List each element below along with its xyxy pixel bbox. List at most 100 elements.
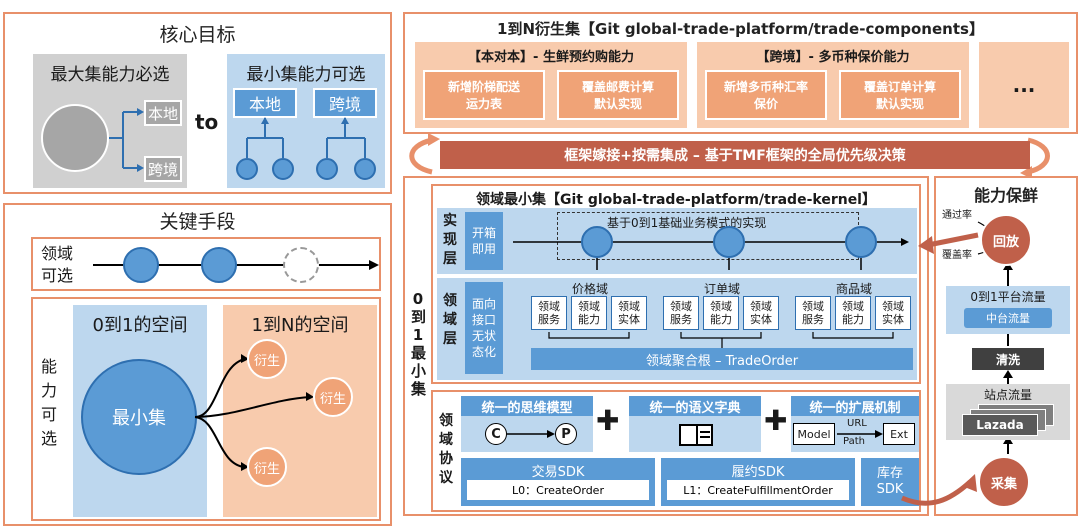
max-cross-box: 跨境 [144, 156, 182, 182]
to-label: to [195, 110, 219, 134]
domain-tag: 面向 接口 无状 态化 [465, 282, 503, 374]
fulfill-sdk: 履约SDK L1：CreateFulfillmentOrder [661, 458, 855, 506]
domain-aggregate-lines [548, 332, 894, 348]
domain-circle-optional [283, 247, 319, 283]
domain-layer: 领 域 层 面向 接口 无状 态化 价格域 领域 服务 领域 能力 领域 实体 … [437, 278, 917, 380]
ext-model-box: Model [793, 423, 835, 445]
cross-item-2: 覆盖订单计算 默认实现 [839, 70, 961, 120]
kernel-title: 领域最小集【Git global-trade-platform/trade-ke… [476, 192, 876, 208]
fresh-item-2: 覆盖邮费计算 默认实现 [557, 70, 679, 120]
key-means-title: 关键手段 [159, 211, 236, 233]
domain-optional-label: 领域 可选 [41, 244, 74, 285]
stock-sdk: 库存 SDK [861, 458, 919, 506]
max-set-branches [109, 108, 144, 172]
guarantee-title: 能力保鲜 [973, 186, 1038, 205]
ext-arrow [837, 430, 883, 438]
extension-title: 统一的扩展机制 [791, 396, 919, 416]
clean-box: 清洗 [972, 348, 1044, 370]
middle-traffic-box: 中台流量 [964, 308, 1052, 328]
derive-circle-1: 衍生 [247, 339, 287, 379]
pass-rate-label: 通过率 [942, 210, 972, 221]
one-to-n-title: 1到N衍生集【Git global-trade-platform/trade-c… [497, 20, 984, 38]
protocol-panel: 领 域 协 议 统一的思维模型 C P ✚ 统一的语义字典 ✚ 统一的扩展机制 … [431, 390, 921, 512]
ability-optional-area: 能 力 可 选 0到1的空间 最小集 1到N的空间 衍生 衍生 衍生 [31, 297, 381, 521]
kernel-panel: 领域最小集【Git global-trade-platform/trade-ke… [431, 184, 921, 384]
thinking-model-arrow [507, 430, 555, 438]
ext-ext-box: Ext [883, 423, 915, 445]
space-0-1-label: 0到1的空间 [92, 315, 188, 336]
impl-tag: 开箱 即用 [465, 212, 503, 270]
min-set-tree [246, 117, 366, 158]
group-fresh-title: 【本对本】- 生鲜预约购能力 [468, 50, 634, 65]
trade-sdk-api: L0：CreateOrder [467, 480, 649, 500]
site-traffic-box: 站点流量 Lazada [946, 384, 1070, 440]
impl-layer-label: 实 现 层 [443, 213, 457, 267]
min-leaf-circle-4 [354, 158, 376, 180]
ability-optional-label: 能 力 可 选 [41, 357, 58, 448]
domain-optional-row: 领域 可选 [31, 237, 381, 291]
domain-circle-1 [123, 247, 159, 283]
kernel-side-label: 0 到 1 最 小 集 [411, 290, 427, 398]
min-set-big-circle: 最小集 [81, 359, 197, 475]
impl-circle-3 [845, 226, 877, 258]
min-leaf-circle-1 [236, 158, 258, 180]
plus-icon-1: ✚ [596, 404, 620, 437]
platform-traffic-title: 0到1平台流量 [970, 290, 1046, 304]
site-traffic-title: 站点流量 [983, 388, 1032, 402]
core-goal-panel: 核心目标 最大集能力必选 本地 跨境 to 最小集能力可选 本地 跨境 [3, 12, 392, 194]
coverage-rate-label: 覆盖率 [942, 250, 972, 261]
price-domain-name: 价格域 [571, 282, 608, 296]
price-domain-entity: 领域 实体 [611, 296, 647, 330]
plus-icon-2: ✚ [764, 404, 788, 437]
min-set-box: 最小集能力可选 本地 跨境 [227, 54, 385, 188]
more-box: ... [979, 42, 1069, 128]
replay-circle: 回放 [980, 214, 1032, 266]
impl-layer: 实 现 层 开箱 即用 基于0到1基础业务模式的实现 [437, 208, 917, 274]
product-domain-name: 商品域 [835, 282, 872, 296]
min-leaf-circle-3 [316, 158, 338, 180]
dictionary-title: 统一的语义字典 [629, 396, 761, 416]
fresh-item-1: 新增阶梯配送 运力表 [423, 70, 545, 120]
thinking-p-circle: P [555, 423, 577, 445]
space-1-n-box: 1到N的空间 [223, 305, 377, 517]
core-goal-title: 核心目标 [159, 24, 236, 46]
impl-flow-line [513, 238, 909, 270]
thinking-model-title: 统一的思维模型 [461, 396, 593, 416]
derive-circle-3: 衍生 [247, 447, 287, 487]
fulfill-sdk-name: 履约SDK [731, 465, 785, 480]
collect-circle: 采集 [978, 456, 1030, 508]
lazada-box: Lazada [962, 414, 1038, 436]
banner: 框架嫁接+按需集成 – 基于TMF框架的全局优先级决策 [440, 141, 1030, 169]
space-0-1-box: 0到1的空间 最小集 [73, 305, 207, 517]
price-domain: 价格域 领域 服务 领域 能力 领域 实体 [531, 280, 649, 338]
product-domain-service: 领域 服务 [795, 296, 831, 330]
min-local-box: 本地 [233, 88, 297, 118]
product-domain: 商品域 领域 服务 领域 能力 领域 实体 [795, 280, 913, 338]
space-1-n-label: 1到N的空间 [251, 315, 349, 336]
extension-box: 统一的扩展机制 Model URL Path Ext [791, 396, 919, 452]
thinking-model-box: 统一的思维模型 C P [461, 396, 593, 452]
min-cross-box: 跨境 [313, 88, 377, 118]
derive-circle-2: 衍生 [313, 377, 353, 417]
group-crossborder-title: 【跨境】- 多币种保价能力 [756, 50, 910, 65]
impl-circle-2 [713, 226, 745, 258]
order-domain: 订单域 领域 服务 领域 能力 领域 实体 [663, 280, 781, 338]
key-means-panel: 关键手段 领域 可选 能 力 可 选 0到1的空间 最小集 1到N的空间 衍 [3, 203, 392, 526]
cross-item-1: 新增多币种汇率 保价 [705, 70, 827, 120]
product-domain-ability: 领域 能力 [835, 296, 871, 330]
derive-arrows [194, 354, 314, 471]
book-icon [679, 424, 713, 446]
price-domain-ability: 领域 能力 [571, 296, 607, 330]
guarantee-curves [977, 221, 1013, 454]
min-set-label: 最小集能力可选 [246, 65, 366, 85]
trade-sdk: 交易SDK L0：CreateOrder [461, 458, 655, 506]
ext-url-label: URL [847, 418, 867, 429]
thinking-c-circle: C [485, 423, 507, 445]
one-to-n-panel: 1到N衍生集【Git global-trade-platform/trade-c… [403, 12, 1078, 134]
order-domain-ability: 领域 能力 [703, 296, 739, 330]
domain-circle-2 [201, 247, 237, 283]
max-local-box: 本地 [144, 100, 182, 126]
order-domain-name: 订单域 [703, 282, 740, 296]
